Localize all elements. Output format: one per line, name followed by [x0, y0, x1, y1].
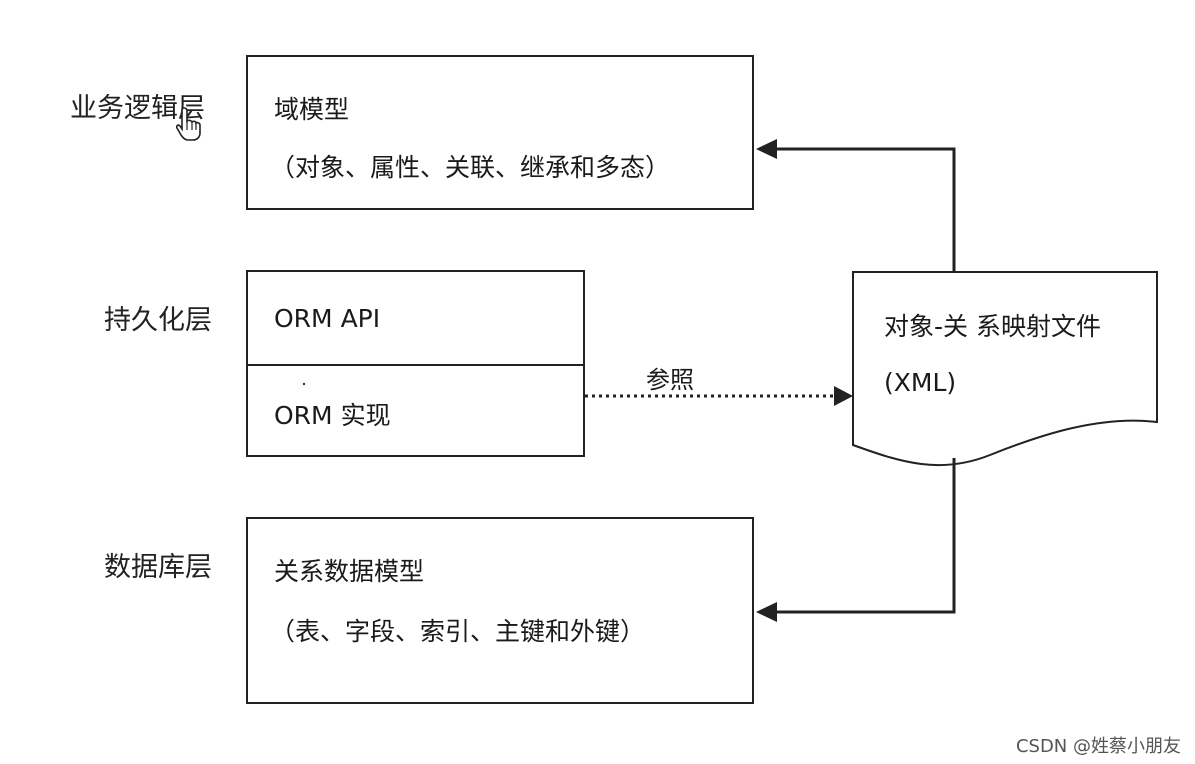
layer-label-database: 数据库层: [104, 552, 212, 583]
mapping-file-format: (XML): [884, 368, 957, 397]
domain-model-detail: （对象、属性、关联、继承和多态）: [270, 153, 671, 182]
relational-model-box: [246, 517, 754, 704]
mapping-document-shape: [852, 271, 1158, 467]
layer-label-persistence: 持久化层: [104, 305, 212, 336]
orm-api-label: ORM API: [274, 304, 381, 333]
domain-model-box: [246, 55, 754, 210]
arrowhead-domain-model: [756, 139, 777, 159]
mapping-file-title: 对象-关 系映射文件: [884, 312, 1101, 341]
orm-box: [246, 270, 585, 457]
orm-impl-label: ORM 实现: [274, 401, 391, 430]
watermark: CSDN @姓蔡小朋友: [1015, 736, 1181, 757]
reference-label: 参照: [646, 366, 694, 394]
relational-model-detail: （表、字段、索引、主键和外键）: [270, 617, 646, 646]
relational-model-title: 关系数据模型: [274, 557, 425, 586]
arrow-to-relational-model: [775, 458, 956, 614]
orm-divider: [246, 364, 585, 366]
hand-pointer-icon: [175, 106, 202, 146]
arrow-to-domain-model: [775, 147, 956, 272]
domain-model-title: 域模型: [274, 95, 350, 124]
reference-arrowhead: [834, 386, 853, 406]
stray-dot: [302, 382, 306, 386]
arrowhead-relational-model: [756, 602, 777, 622]
